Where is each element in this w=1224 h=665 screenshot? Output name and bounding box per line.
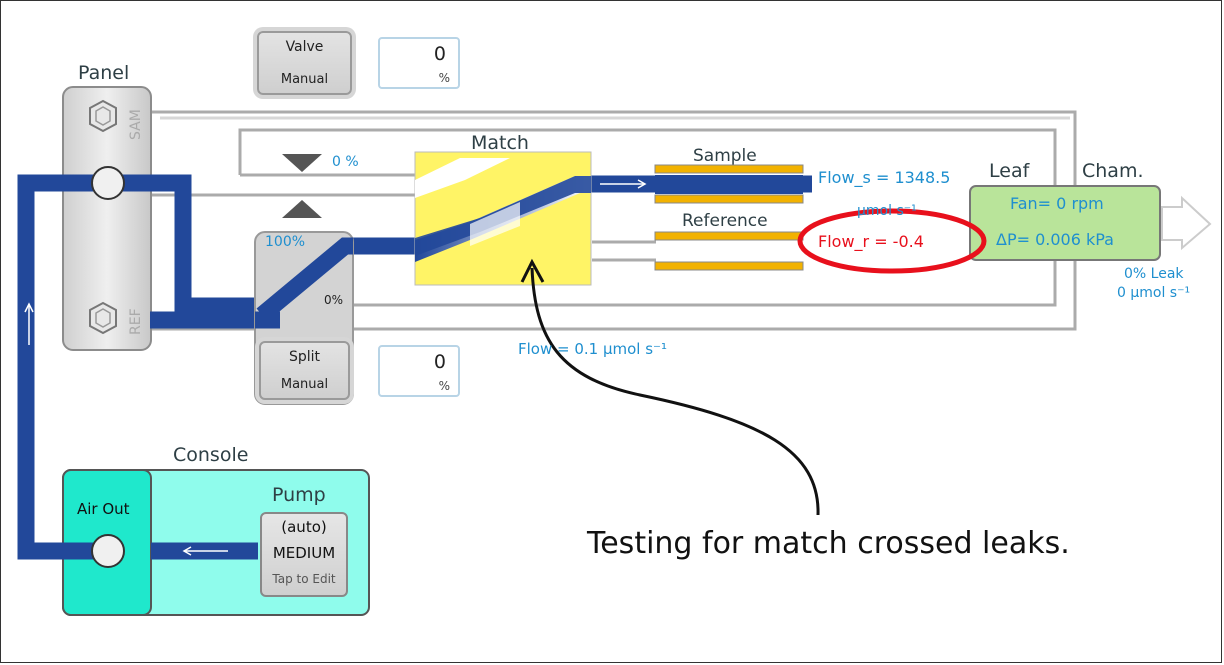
valve-triangle-down-icon [282,154,322,172]
panel-body [62,86,152,351]
split-top-pct: 100% [265,234,306,250]
valve-title: Valve [285,39,324,55]
pump-level: MEDIUM [272,544,336,562]
leaf-fan: Fan= 0 rpm [1010,194,1104,213]
sample-cell [654,164,804,204]
split-bottom-pct: 0% [324,293,344,307]
split-title: Split [288,349,321,365]
pump-edit-hint: Tap to Edit [272,572,336,586]
pump-edit-button[interactable]: (auto) MEDIUM Tap to Edit [260,512,348,597]
exhaust-arrow-icon [1161,195,1212,251]
panel-title: Panel [78,62,130,84]
annotation-text: Testing for match crossed leaks. [587,526,1070,561]
panel-ref-label: REF [128,308,144,335]
reference-cell [654,231,804,271]
sam-bolt-icon [89,99,117,133]
split-mode: Manual [280,377,329,392]
valve-mode: Manual [280,72,329,87]
air-out-port-icon [91,534,125,568]
sam-port-icon [91,166,125,200]
valve-pct-label: 0 % [332,154,359,170]
valve-value-field[interactable]: 0 % [378,37,460,89]
split-value-field[interactable]: 0 % [378,345,460,397]
chamber-leak-flow: 0 µmol s⁻¹ [1117,285,1191,301]
ref-bolt-icon [89,301,117,335]
match-white-channel [415,158,510,198]
sample-flow-unit: µmol s⁻¹ [857,203,917,219]
split-button[interactable]: Split Manual [259,341,350,400]
pump-title: Pump [272,484,326,506]
console-title: Console [173,444,249,466]
valve-value: 0 [433,43,446,65]
valve-button[interactable]: Valve Manual [257,31,352,95]
air-out-label: Air Out [77,500,130,518]
valve-unit: % [438,71,450,85]
leaf-title: Leaf [989,160,1030,182]
callout-arrow [530,267,820,516]
reference-flow: Flow_r = -0.4 [818,232,924,251]
split-unit: % [438,379,450,393]
leaf-dp: ΔP= 0.006 kPa [996,230,1114,249]
sample-title: Sample [693,146,757,166]
split-value: 0 [433,351,446,373]
reference-title: Reference [682,211,768,231]
sample-flow: Flow_s = 1348.5 [818,168,951,187]
panel-sam-label: SAM [128,109,144,140]
chamber-title: Cham. [1082,160,1144,182]
highlight-ellipse [797,208,987,274]
pump-mode: (auto) [281,518,327,536]
valve-triangle-up-icon [282,200,322,218]
chamber-leak-pct: 0% Leak [1124,266,1184,282]
bypass-flow: Flow = 0.1 µmol s⁻¹ [518,340,667,358]
match-title: Match [471,132,529,154]
